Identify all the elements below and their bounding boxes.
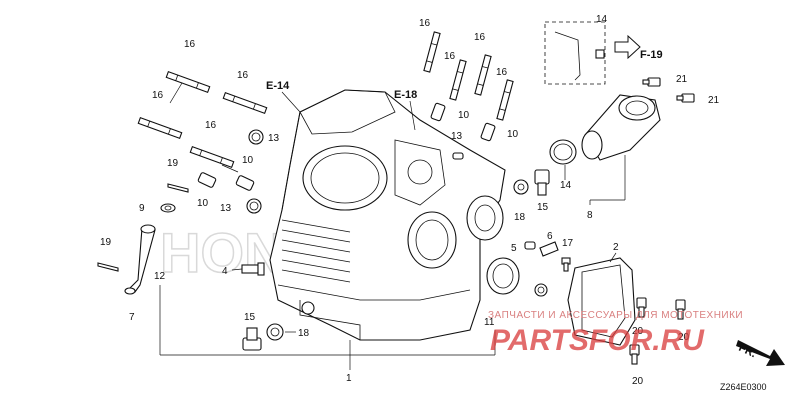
ref-e14[interactable]: E-14	[266, 80, 290, 92]
callout-14: 14	[560, 180, 572, 191]
dowel-5[interactable]	[524, 241, 536, 250]
fitting-3[interactable]	[534, 283, 548, 297]
callout-20: 20	[678, 332, 690, 343]
watermark-tagline: ЗАПЧАСТИ И АКСЕССУАРЫ ДЛЯ МОТОТЕХНИКИ	[488, 310, 743, 321]
bolt-20-c[interactable]	[629, 344, 640, 365]
callout-7: 7	[129, 312, 135, 323]
callout-19: 19	[167, 158, 179, 169]
washer-9[interactable]	[160, 203, 176, 213]
callout-6: 6	[547, 231, 553, 242]
callout-2: 2	[613, 242, 619, 253]
callout-9: 9	[139, 203, 145, 214]
callout-16: 16	[152, 90, 164, 101]
callout-10: 10	[458, 110, 470, 121]
callout-13: 13	[451, 131, 463, 142]
bolt-20-a[interactable]	[636, 297, 647, 318]
callout-14: 14	[596, 14, 608, 25]
callout-21: 21	[676, 74, 688, 85]
callout-18: 18	[298, 328, 310, 339]
sealing-washer-18-upper[interactable]	[513, 179, 529, 195]
callout-10: 10	[507, 129, 519, 140]
callout-10: 10	[242, 155, 254, 166]
o-rings[interactable]	[246, 129, 464, 214]
front-direction-arrow: FR.	[736, 340, 785, 366]
callout-13: 13	[220, 203, 232, 214]
watermark-brand: PARTSFOR.RU	[490, 324, 705, 357]
callout-11: 11	[484, 317, 495, 328]
oil-seal[interactable]	[486, 257, 520, 295]
callout-16: 16	[444, 51, 456, 62]
bolt-17[interactable]	[561, 257, 571, 272]
plug-15[interactable]	[534, 169, 550, 196]
clip-pins[interactable]	[97, 183, 189, 272]
ref-e18[interactable]: E-18	[394, 89, 417, 101]
diagram-code: Z264E0300	[720, 382, 767, 392]
callout-5: 5	[511, 243, 517, 254]
callout-10: 10	[197, 198, 209, 209]
bolt-21-upper[interactable]	[642, 77, 661, 87]
callout-16: 16	[205, 120, 217, 131]
bolt-4[interactable]	[241, 262, 265, 276]
callout-20: 20	[632, 326, 644, 337]
ref-f19[interactable]: F-19	[640, 49, 663, 61]
callout-16: 16	[419, 18, 431, 29]
plate-6[interactable]	[539, 241, 559, 257]
breather-tube[interactable]	[126, 227, 156, 293]
callout-8: 8	[587, 210, 593, 221]
callout-15: 15	[244, 312, 256, 323]
callout-18: 18	[514, 212, 526, 223]
oil-filler-neck[interactable]	[581, 94, 661, 161]
sealing-washer-18-lower[interactable]	[266, 323, 284, 341]
leader-lines	[159, 82, 626, 370]
callout-19: 19	[100, 237, 112, 248]
callout-12: 12	[154, 271, 166, 282]
stud-bolts[interactable]	[137, 31, 514, 169]
side-cover-plate[interactable]	[567, 257, 636, 346]
bolt-21-lower[interactable]	[676, 93, 695, 103]
callout-4: 4	[222, 266, 228, 277]
crankcase-body[interactable]	[269, 89, 506, 341]
callout-labels: 16 16 16 16 16 16 16 16 13 13 13 10 10 1…	[100, 14, 720, 387]
callout-16: 16	[496, 67, 508, 78]
callout-17: 17	[562, 238, 574, 249]
callout-16: 16	[184, 39, 196, 50]
callout-20: 20	[632, 376, 644, 387]
front-label: FR.	[737, 342, 758, 360]
callout-16: 16	[474, 32, 486, 43]
dowel-pins[interactable]	[197, 102, 496, 191]
callout-1: 1	[346, 373, 352, 384]
callout-16: 16	[237, 70, 249, 81]
callout-21: 21	[708, 95, 720, 106]
f19-detail-box	[544, 21, 606, 85]
bolt-20-b[interactable]	[675, 299, 686, 320]
drain-plug[interactable]	[242, 327, 262, 351]
f19-arrow	[614, 34, 641, 60]
callout-13: 13	[268, 133, 280, 144]
callout-15: 15	[537, 202, 549, 213]
